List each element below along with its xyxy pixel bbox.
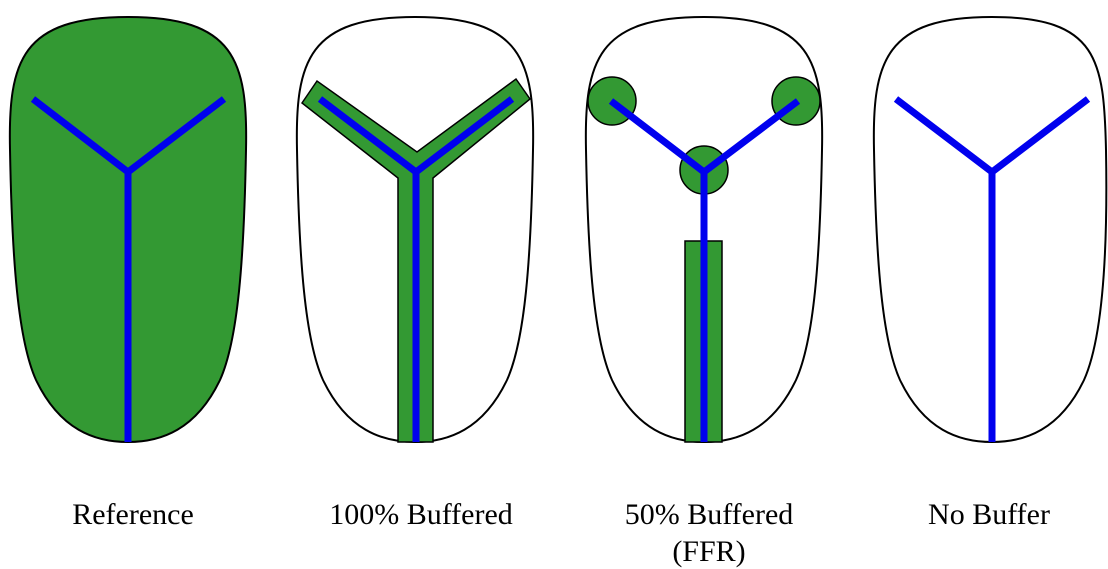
panel-50-buffered	[586, 17, 822, 442]
caption-50-buffered-ffr: (FFR)	[672, 535, 745, 568]
caption-reference: Reference	[72, 498, 194, 531]
caption-100-buffered: 100% Buffered	[329, 498, 513, 531]
panel-reference	[10, 17, 246, 442]
panel-100-buffered	[297, 17, 533, 442]
panel-no-buffer	[874, 17, 1107, 442]
caption-no-buffer: No Buffer	[928, 498, 1050, 531]
caption-50-buffered: 50% Buffered	[625, 498, 794, 531]
